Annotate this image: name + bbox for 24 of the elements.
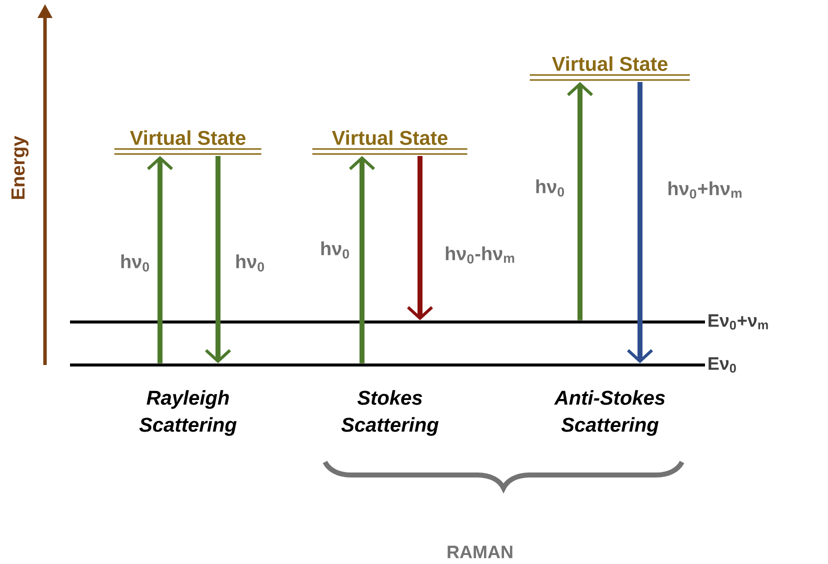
edge-label: hν$_{0}$ bbox=[118, 253, 152, 273]
virtual-state-level: Virtual State bbox=[130, 130, 246, 145]
node-label: Eν$_{0}$+ν$_{m}$ bbox=[708, 314, 768, 330]
energy-level: Eν$_{0}$ bbox=[70, 357, 736, 373]
arrow bbox=[566, 82, 594, 320]
edge-label: hν$_{0}$ bbox=[234, 253, 266, 273]
axis-label: Energy bbox=[11, 136, 29, 199]
process-label: Anti-Stokes Scattering bbox=[554, 390, 665, 436]
node-label: Eν$_{0}$ bbox=[708, 357, 736, 373]
virtual-state-level: Virtual State bbox=[332, 130, 448, 145]
group-label: RAMAN bbox=[448, 546, 512, 558]
arrow bbox=[205, 156, 232, 364]
process-label: Rayleigh Scattering bbox=[139, 390, 237, 436]
arrow bbox=[407, 156, 434, 320]
virtual-state-level: Virtual State bbox=[552, 56, 668, 71]
energy-level: Eν$_{0}$+ν$_{m}$ bbox=[70, 314, 768, 330]
edge-label: hν$_{0}$ bbox=[318, 240, 352, 260]
arrow bbox=[626, 82, 654, 364]
arrow bbox=[147, 156, 174, 364]
edge-label: hν$_{0}$ bbox=[534, 178, 566, 198]
edge-label: hν$_{0}$-hν$_{m}$ bbox=[444, 245, 516, 265]
process-label: Stokes Scattering bbox=[341, 390, 439, 436]
edge-label: hν$_{0}$+hν$_{m}$ bbox=[666, 180, 744, 200]
arrow bbox=[349, 156, 376, 364]
